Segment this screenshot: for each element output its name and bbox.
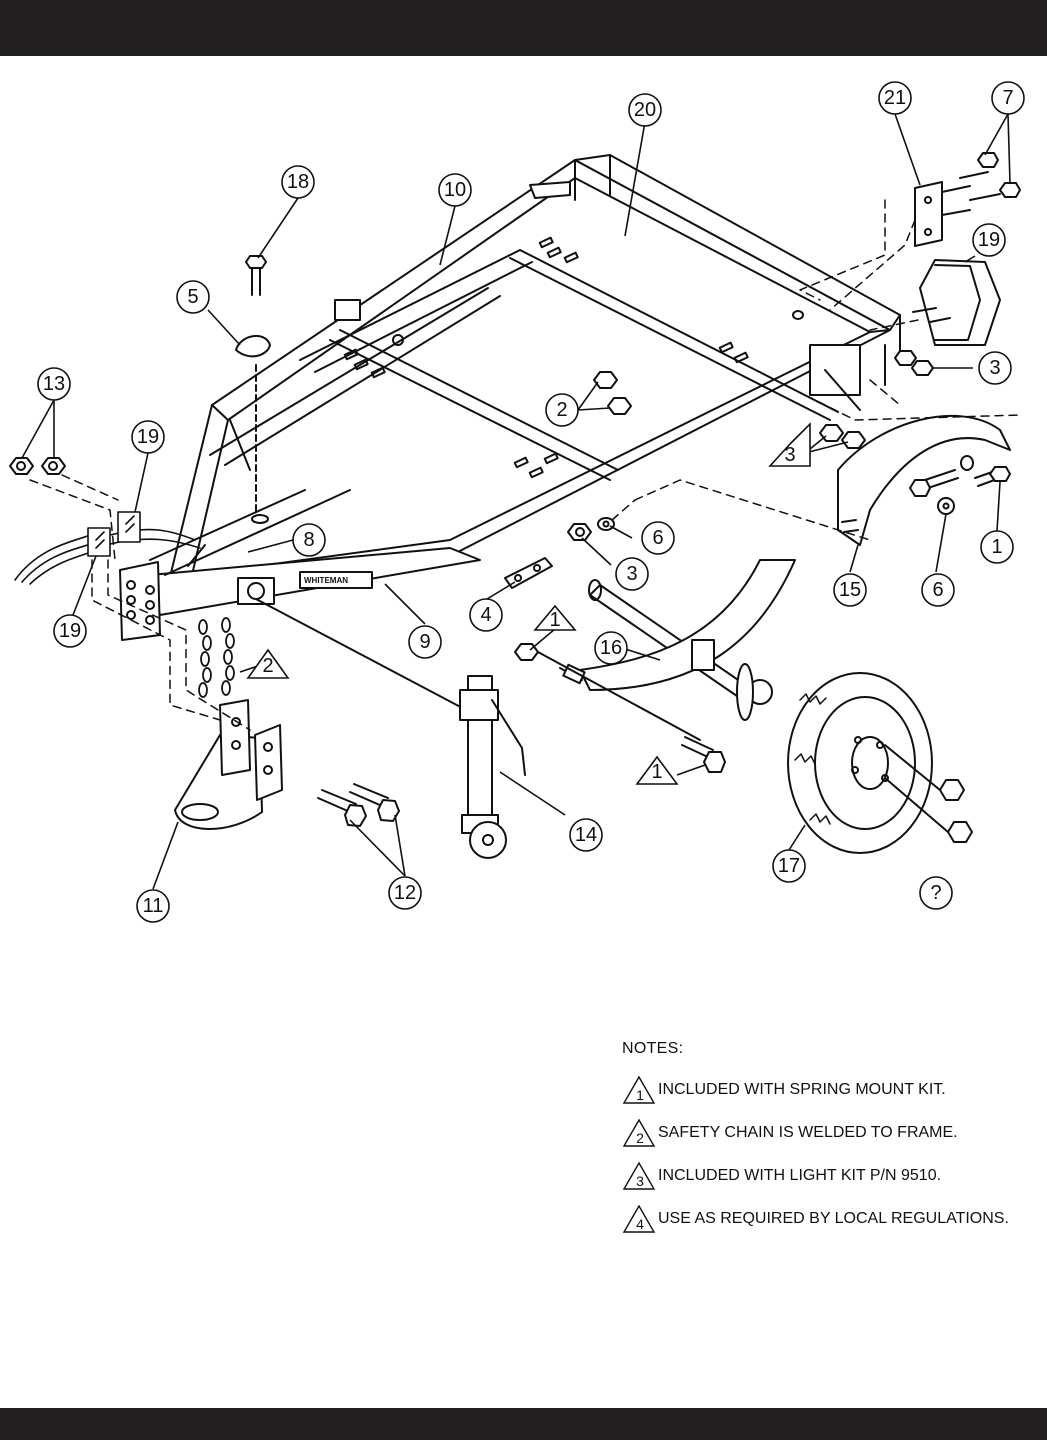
svg-text:2: 2 [636, 1130, 644, 1146]
callout-label: 5 [187, 286, 198, 308]
callout-triangles [246, 422, 811, 785]
note-text: SAFETY CHAIN IS WELDED TO FRAME. [658, 1124, 958, 1141]
callout-label: 6 [932, 579, 943, 601]
callout-label: 18 [287, 171, 309, 193]
callout-label: 3 [989, 357, 1000, 379]
hitch-coupler [174, 699, 283, 830]
brand-label: WHITEMAN [304, 576, 348, 585]
callout-label: 21 [884, 87, 906, 109]
callout-label: ? [930, 882, 941, 904]
lug-nuts [884, 744, 973, 843]
callout-label: 19 [59, 620, 81, 642]
note-text: INCLUDED WITH LIGHT KIT P/N 9510. [658, 1167, 942, 1184]
note-triangle-icon: 2 [622, 1118, 656, 1147]
callout-label: 7 [1002, 87, 1013, 109]
callout-label: 2 [262, 655, 273, 677]
note-triangle-icon: 4 [622, 1204, 656, 1233]
callout-label: 10 [444, 179, 466, 201]
note-item: 2 SAFETY CHAIN IS WELDED TO FRAME. [622, 1118, 1042, 1147]
callout-label: 12 [394, 882, 416, 904]
header-band [0, 0, 1047, 56]
callout-label: 14 [575, 824, 597, 846]
svg-text:3: 3 [636, 1173, 644, 1189]
callout-label: 3 [784, 444, 795, 466]
callout-label: 1 [549, 609, 560, 631]
note-item: 3 INCLUDED WITH LIGHT KIT P/N 9510. [622, 1161, 1042, 1190]
callout-label: 16 [600, 637, 622, 659]
safety-chains [198, 617, 235, 698]
note-triangle-icon: 1 [622, 1075, 656, 1104]
trailer-frame [167, 154, 901, 586]
callout-label: 4 [480, 604, 491, 626]
callout-label: 8 [303, 529, 314, 551]
note-text: INCLUDED WITH SPRING MOUNT KIT. [658, 1081, 946, 1098]
callout-label: 3 [626, 563, 637, 585]
callout-label: 15 [839, 579, 861, 601]
assembly-guides [29, 199, 1021, 731]
wheel [787, 672, 933, 854]
footer-band [0, 1408, 1047, 1440]
callout-labels: 20 21 7 18 10 19 5 13 19 3 2 3 19 8 6 3 … [43, 87, 1014, 917]
callout-label: 11 [143, 895, 164, 917]
notes-title: NOTES: [622, 1040, 684, 1057]
leader-lines [21, 113, 1011, 890]
rear-light-assembly [912, 152, 1021, 346]
callout-label: 2 [556, 399, 567, 421]
nut-washer-3-6 [567, 517, 615, 541]
callout-label: 13 [43, 373, 65, 395]
fender-bolts [909, 455, 1011, 515]
bolt-18-and-clamp-5 [235, 255, 271, 524]
svg-text:4: 4 [636, 1216, 644, 1232]
callout-label: 1 [651, 761, 662, 783]
tongue: WHITEMAN [149, 489, 481, 713]
hex-nuts-13 [9, 457, 66, 475]
callout-label: 6 [652, 527, 663, 549]
tongue-jack [459, 675, 526, 859]
trailer-exploded-diagram: WHITEMAN [9, 81, 1025, 923]
callout-label: 19 [137, 426, 159, 448]
note-triangle-icon: 3 [622, 1161, 656, 1190]
bolts-12 [317, 783, 400, 827]
note-text: USE AS REQUIRED BY LOCAL REGULATIONS. [658, 1210, 1009, 1227]
wiring-harness [14, 511, 201, 585]
callout-label: 19 [978, 229, 1000, 251]
nuts-2 [593, 371, 632, 415]
callout-label: 17 [778, 855, 800, 877]
svg-text:1: 1 [636, 1087, 644, 1103]
note-item: 4 USE AS REQUIRED BY LOCAL REGULATIONS. [622, 1204, 1042, 1233]
callout-circles [37, 81, 1025, 923]
callout-label: 20 [634, 99, 656, 121]
axle-and-springs [559, 559, 796, 721]
notes-block: NOTES: 1 INCLUDED WITH SPRING MOUNT KIT.… [622, 1040, 1042, 1248]
callout-label: 9 [419, 631, 430, 653]
note-item: 1 INCLUDED WITH SPRING MOUNT KIT. [622, 1075, 1042, 1104]
callout-label: 1 [991, 536, 1002, 558]
fender [837, 414, 1011, 546]
coupler-plates [119, 561, 161, 641]
